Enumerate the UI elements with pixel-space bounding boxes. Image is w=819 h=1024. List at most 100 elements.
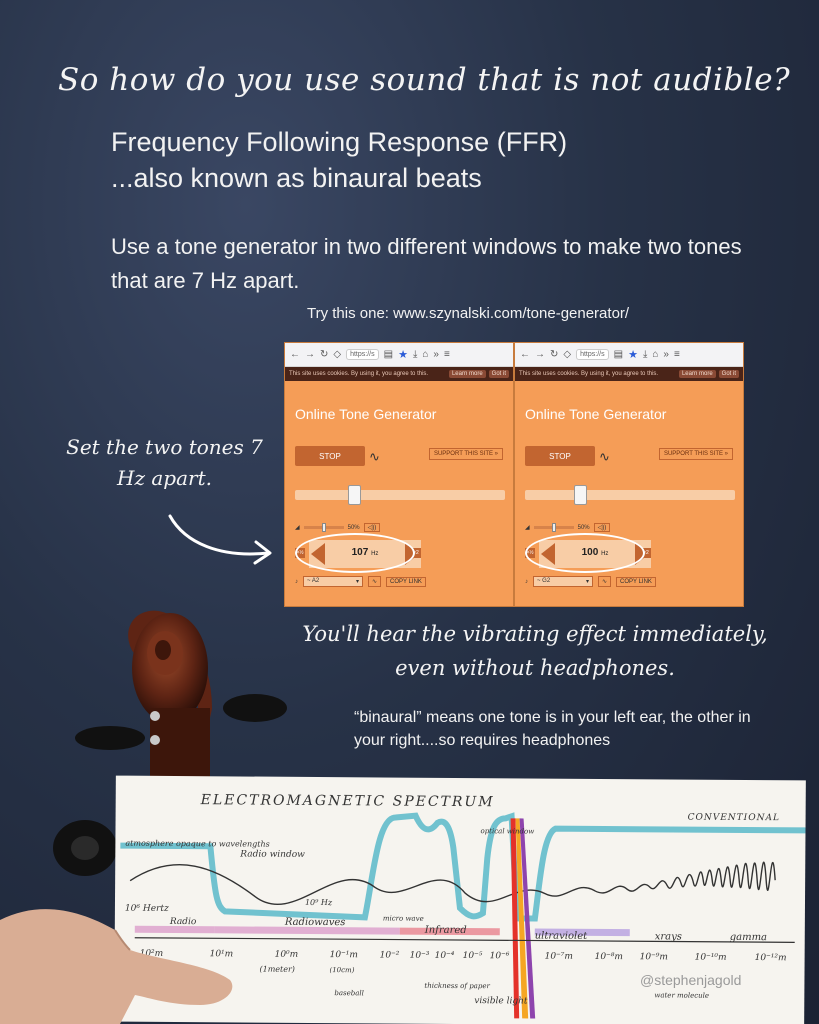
- back-icon[interactable]: ←: [520, 349, 530, 360]
- volume-icon: ◢: [295, 525, 300, 531]
- tone-window-1: ← → ↻ ◇ https://s ▤ ★ ⤓ ⌂ » ≡ This site …: [284, 342, 514, 607]
- scale-label: 10⁻²: [380, 950, 400, 960]
- binaural-note: “binaural” means one tone is in your lef…: [354, 709, 751, 750]
- scale-label: 10⁻⁷m: [545, 952, 573, 962]
- url-bar[interactable]: https://s: [576, 349, 609, 360]
- reader-icon[interactable]: ▤: [383, 349, 394, 360]
- download-icon[interactable]: ⤓: [642, 349, 648, 360]
- label-baseball: baseball: [334, 989, 364, 997]
- label-cm: (10cm): [329, 966, 354, 974]
- wave-type-icon[interactable]: ∿: [598, 576, 612, 587]
- scale-label: 10⁻¹m: [330, 950, 358, 960]
- frequency-slider[interactable]: [295, 485, 505, 505]
- scale-label: 10⁻⁸m: [595, 952, 623, 962]
- sine-wave-icon[interactable]: ∿: [369, 449, 380, 464]
- volume-row: ◢ 50% ◁)): [295, 523, 381, 532]
- got-it-button[interactable]: Got it: [718, 370, 739, 378]
- cookie-bar: This site uses cookies. By using it, you…: [285, 367, 513, 381]
- learn-more-button[interactable]: Learn more: [678, 370, 716, 378]
- copy-link-button[interactable]: COPY LINK: [386, 576, 426, 587]
- double-button[interactable]: ×2: [641, 548, 651, 558]
- forward-icon[interactable]: →: [305, 349, 315, 360]
- support-button[interactable]: SUPPORT THIS SITE »: [428, 448, 503, 460]
- stop-button[interactable]: STOP: [525, 446, 595, 466]
- slider-thumb[interactable]: [348, 485, 362, 505]
- instruction-text: Use a tone generator in two different wi…: [111, 234, 742, 294]
- cookie-text: This site uses cookies. By using it, you…: [289, 371, 429, 377]
- spectrum-title: ELECTROMAGNETIC SPECTRUM: [200, 792, 495, 810]
- star-icon[interactable]: ★: [628, 349, 638, 361]
- speaker-icon[interactable]: ◁)): [593, 523, 611, 532]
- home-icon[interactable]: ⌂: [652, 349, 659, 360]
- scale-label: 10²m: [140, 949, 164, 959]
- menu-icon[interactable]: ≡: [673, 349, 680, 360]
- arrow-icon: [168, 514, 272, 565]
- label-hertz-left: 10⁶ Hertz: [125, 904, 169, 914]
- volume-slider[interactable]: [303, 523, 344, 532]
- chevron-down-icon: ▾: [355, 579, 359, 585]
- label-meter: (1meter): [259, 965, 294, 974]
- tuning-peg-image: [53, 820, 117, 876]
- overflow-icon[interactable]: »: [433, 349, 439, 360]
- got-it-button[interactable]: Got it: [488, 370, 509, 378]
- headline: So how do you use sound that is not audi…: [58, 62, 791, 98]
- scale-label: 10⁻⁴: [435, 951, 455, 961]
- label-infrared: Infrared: [424, 925, 467, 936]
- overflow-icon[interactable]: »: [663, 349, 669, 360]
- slider-thumb[interactable]: [574, 485, 588, 505]
- spectrum-drawing: ELECTROMAGNETIC SPECTRUM CONVENTIONAL at…: [120, 792, 806, 1019]
- tone-window-2: ← → ↻ ◇ https://s ▤ ★ ⤓ ⌂ » ≡ This site …: [514, 342, 744, 607]
- home-icon[interactable]: ⌂: [422, 349, 429, 360]
- stop-button[interactable]: STOP: [295, 446, 365, 466]
- learn-more-button[interactable]: Learn more: [448, 370, 486, 378]
- volume-row: ◢ 50% ◁)): [525, 523, 611, 532]
- browser-toolbar: ← → ↻ ◇ https://s ▤ ★ ⤓ ⌂ » ≡: [285, 343, 513, 367]
- label-hertz-mid: 10⁹ Hz: [305, 898, 333, 907]
- back-icon[interactable]: ←: [290, 349, 300, 360]
- download-icon[interactable]: ⤓: [412, 349, 418, 360]
- label-radiowaves: Radiowaves: [284, 917, 346, 928]
- volume-thumb[interactable]: [321, 523, 326, 532]
- scale-label: 10⁻⁹m: [640, 952, 668, 962]
- double-button[interactable]: ×2: [411, 548, 421, 558]
- reader-icon[interactable]: ▤: [613, 349, 624, 360]
- chevron-down-icon: ▾: [585, 579, 589, 585]
- note-icon: ♪: [295, 578, 298, 585]
- ffr-line1: Frequency Following Response (FFR): [111, 127, 568, 157]
- wave-type-icon[interactable]: ∿: [368, 576, 382, 587]
- scale-label: 10⁰m: [275, 950, 299, 960]
- app-title: Online Tone Generator: [525, 406, 667, 422]
- label-water: water molecule: [654, 991, 709, 999]
- ffr-line2: ...also known as binaural beats: [111, 163, 482, 194]
- set-tones-note: Set the two tones 7 Hz apart.: [66, 435, 263, 490]
- scale-label: 10⁻¹⁰m: [695, 953, 727, 963]
- support-button[interactable]: SUPPORT THIS SITE »: [658, 448, 733, 460]
- volume-slider[interactable]: [533, 523, 574, 532]
- url-bar[interactable]: https://s: [346, 349, 379, 360]
- browser-toolbar: ← → ↻ ◇ https://s ▤ ★ ⤓ ⌂ » ≡: [515, 343, 743, 367]
- reload-icon[interactable]: ↻: [550, 349, 559, 360]
- note-select[interactable]: ~ G2▾: [533, 576, 593, 587]
- menu-icon[interactable]: ≡: [443, 349, 450, 360]
- note-select[interactable]: ~ A2▾: [303, 576, 363, 587]
- reload-icon[interactable]: ↻: [320, 349, 329, 360]
- shield-icon: ◇: [333, 349, 342, 360]
- frequency-slider[interactable]: [525, 485, 735, 505]
- scale-label: 10⁻⁵: [463, 951, 483, 961]
- forward-icon[interactable]: →: [535, 349, 545, 360]
- bottom-controls: ♪ ~ A2▾ ∿ COPY LINK: [295, 576, 426, 587]
- label-paper: thickness of paper: [424, 982, 490, 990]
- volume-thumb[interactable]: [551, 523, 556, 532]
- speaker-icon[interactable]: ◁)): [363, 523, 381, 532]
- label-optical-window: optical window: [480, 827, 534, 835]
- star-icon[interactable]: ★: [398, 349, 408, 361]
- bottom-controls: ♪ ~ G2▾ ∿ COPY LINK: [525, 576, 656, 587]
- sine-wave-icon[interactable]: ∿: [599, 449, 610, 464]
- hand-image: [0, 909, 233, 1024]
- label-radio: Radio: [169, 917, 197, 927]
- copy-link-button[interactable]: COPY LINK: [616, 576, 656, 587]
- scale-label: 10⁻⁶: [490, 951, 510, 961]
- spectrum-card: ELECTROMAGNETIC SPECTRUM CONVENTIONAL at…: [114, 775, 806, 1024]
- ffr-title: Frequency Following Response (FFR) ...al…: [111, 124, 567, 197]
